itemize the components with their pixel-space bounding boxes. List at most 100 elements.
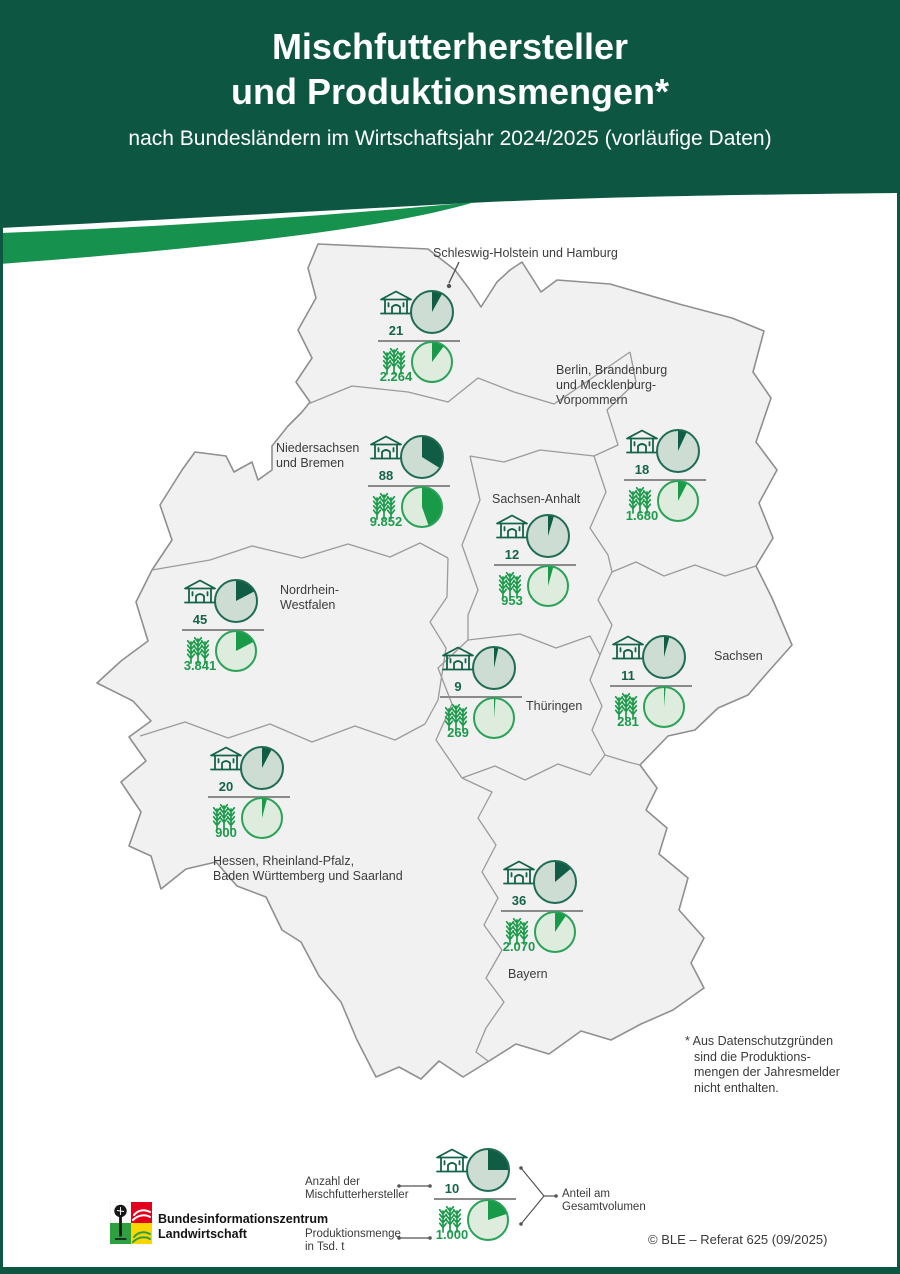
region-label-bayern: Bayern [508, 967, 548, 981]
svg-text:Hessen, Rheinland-Pfalz,: Hessen, Rheinland-Pfalz, [213, 854, 354, 868]
manufacturers-share-pie [526, 514, 570, 558]
region-label-nordrhein-westfalen: Nordrhein-Westfalen [280, 583, 339, 612]
manufacturers-share-pie [400, 435, 444, 479]
org-name: Bundesinformationszentrum Landwirtschaft [158, 1212, 329, 1241]
production-amount: 1.000 [436, 1227, 469, 1242]
legend-connector-dots [397, 1166, 558, 1240]
region-sachsen-anhalt-data-block: 12 953 [494, 514, 576, 608]
copyright-note: © BLE – Referat 625 (09/2025) [648, 1232, 828, 1247]
page-subtitle: nach Bundesländern im Wirtschaftsjahr 20… [128, 127, 772, 150]
manufacturers-count: 12 [505, 547, 519, 562]
factory-icon [210, 746, 242, 771]
wheat-icon [372, 492, 396, 520]
page-border-right [897, 180, 900, 1274]
production-share-pie [657, 480, 699, 522]
manufacturers-share-pie [656, 429, 700, 473]
manufacturers-count: 36 [512, 893, 526, 908]
wheat-icon [186, 636, 210, 664]
manufacturers-share-pie [466, 1148, 510, 1192]
region-nordrhein-westfalen-data-block: 453.841 [182, 579, 264, 673]
svg-text:Vorpommern: Vorpommern [556, 393, 628, 407]
legend-production-label: Produktionsmenge in Tsd. t [305, 1228, 401, 1253]
wheat-icon [444, 703, 468, 731]
region-label-thueringen: Thüringen [526, 699, 582, 713]
production-amount: 2.264 [380, 369, 413, 384]
production-amount: 900 [215, 825, 237, 840]
legend-manufacturer-count-label: Anzahl der Mischfutterhersteller [305, 1176, 409, 1201]
factory-icon [436, 1148, 468, 1173]
factory-icon [370, 435, 402, 460]
wheat-icon [614, 692, 638, 720]
footnote-line: mengen der Jahresmelder [694, 1065, 840, 1079]
factory-icon [612, 635, 644, 660]
wheat-icon [498, 571, 522, 599]
wheat-icon [505, 917, 529, 945]
bzl-logo [110, 1202, 152, 1244]
region-sachsen-data-block: 11 281 [610, 635, 692, 729]
production-share-pie [467, 1199, 509, 1241]
svg-text:und Mecklenburg-: und Mecklenburg- [556, 378, 656, 392]
header-swoosh-decoration [0, 180, 900, 264]
factory-icon [503, 860, 535, 885]
factory-icon [380, 290, 412, 315]
production-share-pie [643, 686, 685, 728]
manufacturers-count: 10 [445, 1181, 459, 1196]
page-border-left [0, 180, 3, 1274]
factory-icon [442, 646, 474, 671]
production-share-pie [411, 341, 453, 383]
production-amount: 269 [447, 725, 469, 740]
manufacturers-share-pie [472, 646, 516, 690]
page-border-bottom [0, 1267, 900, 1274]
wheat-icon [382, 347, 406, 375]
svg-text:Bayern: Bayern [508, 967, 548, 981]
svg-text:Nordrhein-: Nordrhein- [280, 583, 339, 597]
legend-example-data-block: 10 1.000 [434, 1148, 516, 1242]
production-amount: 953 [501, 593, 523, 608]
manufacturers-count: 9 [454, 679, 461, 694]
wheat-icon [212, 803, 236, 831]
svg-text:Niedersachsen: Niedersachsen [276, 441, 359, 455]
production-amount: 9.852 [370, 514, 403, 529]
manufacturers-share-pie [533, 860, 577, 904]
factory-icon [626, 429, 658, 454]
logo-tree-icon [114, 1204, 127, 1240]
manufacturers-count: 21 [389, 323, 403, 338]
production-share-pie [527, 565, 569, 607]
region-thueringen-data-block: 9 269 [440, 646, 522, 740]
manufacturers-share-pie [642, 635, 686, 679]
factory-icon [496, 514, 528, 539]
swoosh-dark-band [0, 180, 900, 228]
footnote-line: nicht enthalten. [694, 1080, 779, 1095]
region-label-schleswig-holstein-und-hamburg: Schleswig-Holstein und Hamburg [433, 246, 618, 260]
manufacturers-count: 11 [621, 668, 635, 683]
svg-text:Schleswig-Holstein und Hamburg: Schleswig-Holstein und Hamburg [433, 246, 618, 260]
logo-wave-lines [132, 1209, 151, 1243]
production-amount: 281 [617, 714, 639, 729]
schleswig-holstein-pointer [446, 261, 460, 289]
svg-text:und Bremen: und Bremen [276, 456, 344, 470]
manufacturers-share-pie [410, 290, 454, 334]
legend-connectors [399, 1167, 556, 1239]
svg-text:Thüringen: Thüringen [526, 699, 582, 713]
state-borders [139, 351, 757, 1062]
production-share-pie [534, 911, 576, 953]
region-schleswig-holstein-und-hamburg-data-block: 21 2.264 [378, 290, 460, 384]
header: Mischfutterhersteller und Produktionsmen… [0, 0, 900, 181]
production-share-pie [473, 697, 515, 739]
region-bayern-data-block: 362.070 [501, 860, 583, 954]
production-share-pie [401, 486, 443, 528]
page-title: Mischfutterhersteller und Produktionsmen… [0, 0, 900, 114]
legend-share-label: Anteil am Gesamtvolumen [562, 1188, 646, 1213]
footnote: * Aus Datenschutzgründen sind die Produk… [685, 1034, 840, 1096]
page-title-line2: und Produktionsmengen* [230, 71, 669, 112]
region-label-sachsen: Sachsen [714, 649, 763, 663]
wheat-icon [628, 486, 652, 514]
svg-text:Baden Württemberg und Saarland: Baden Württemberg und Saarland [213, 869, 403, 883]
manufacturers-share-pie [214, 579, 258, 623]
svg-text:Sachsen-Anhalt: Sachsen-Anhalt [492, 492, 581, 506]
production-amount: 3.841 [184, 658, 217, 673]
region-label-hessen-rheinland-pfalz-baden-wuerttemberg-und-saarland: Hessen, Rheinland-Pfalz,Baden Württember… [213, 854, 403, 883]
